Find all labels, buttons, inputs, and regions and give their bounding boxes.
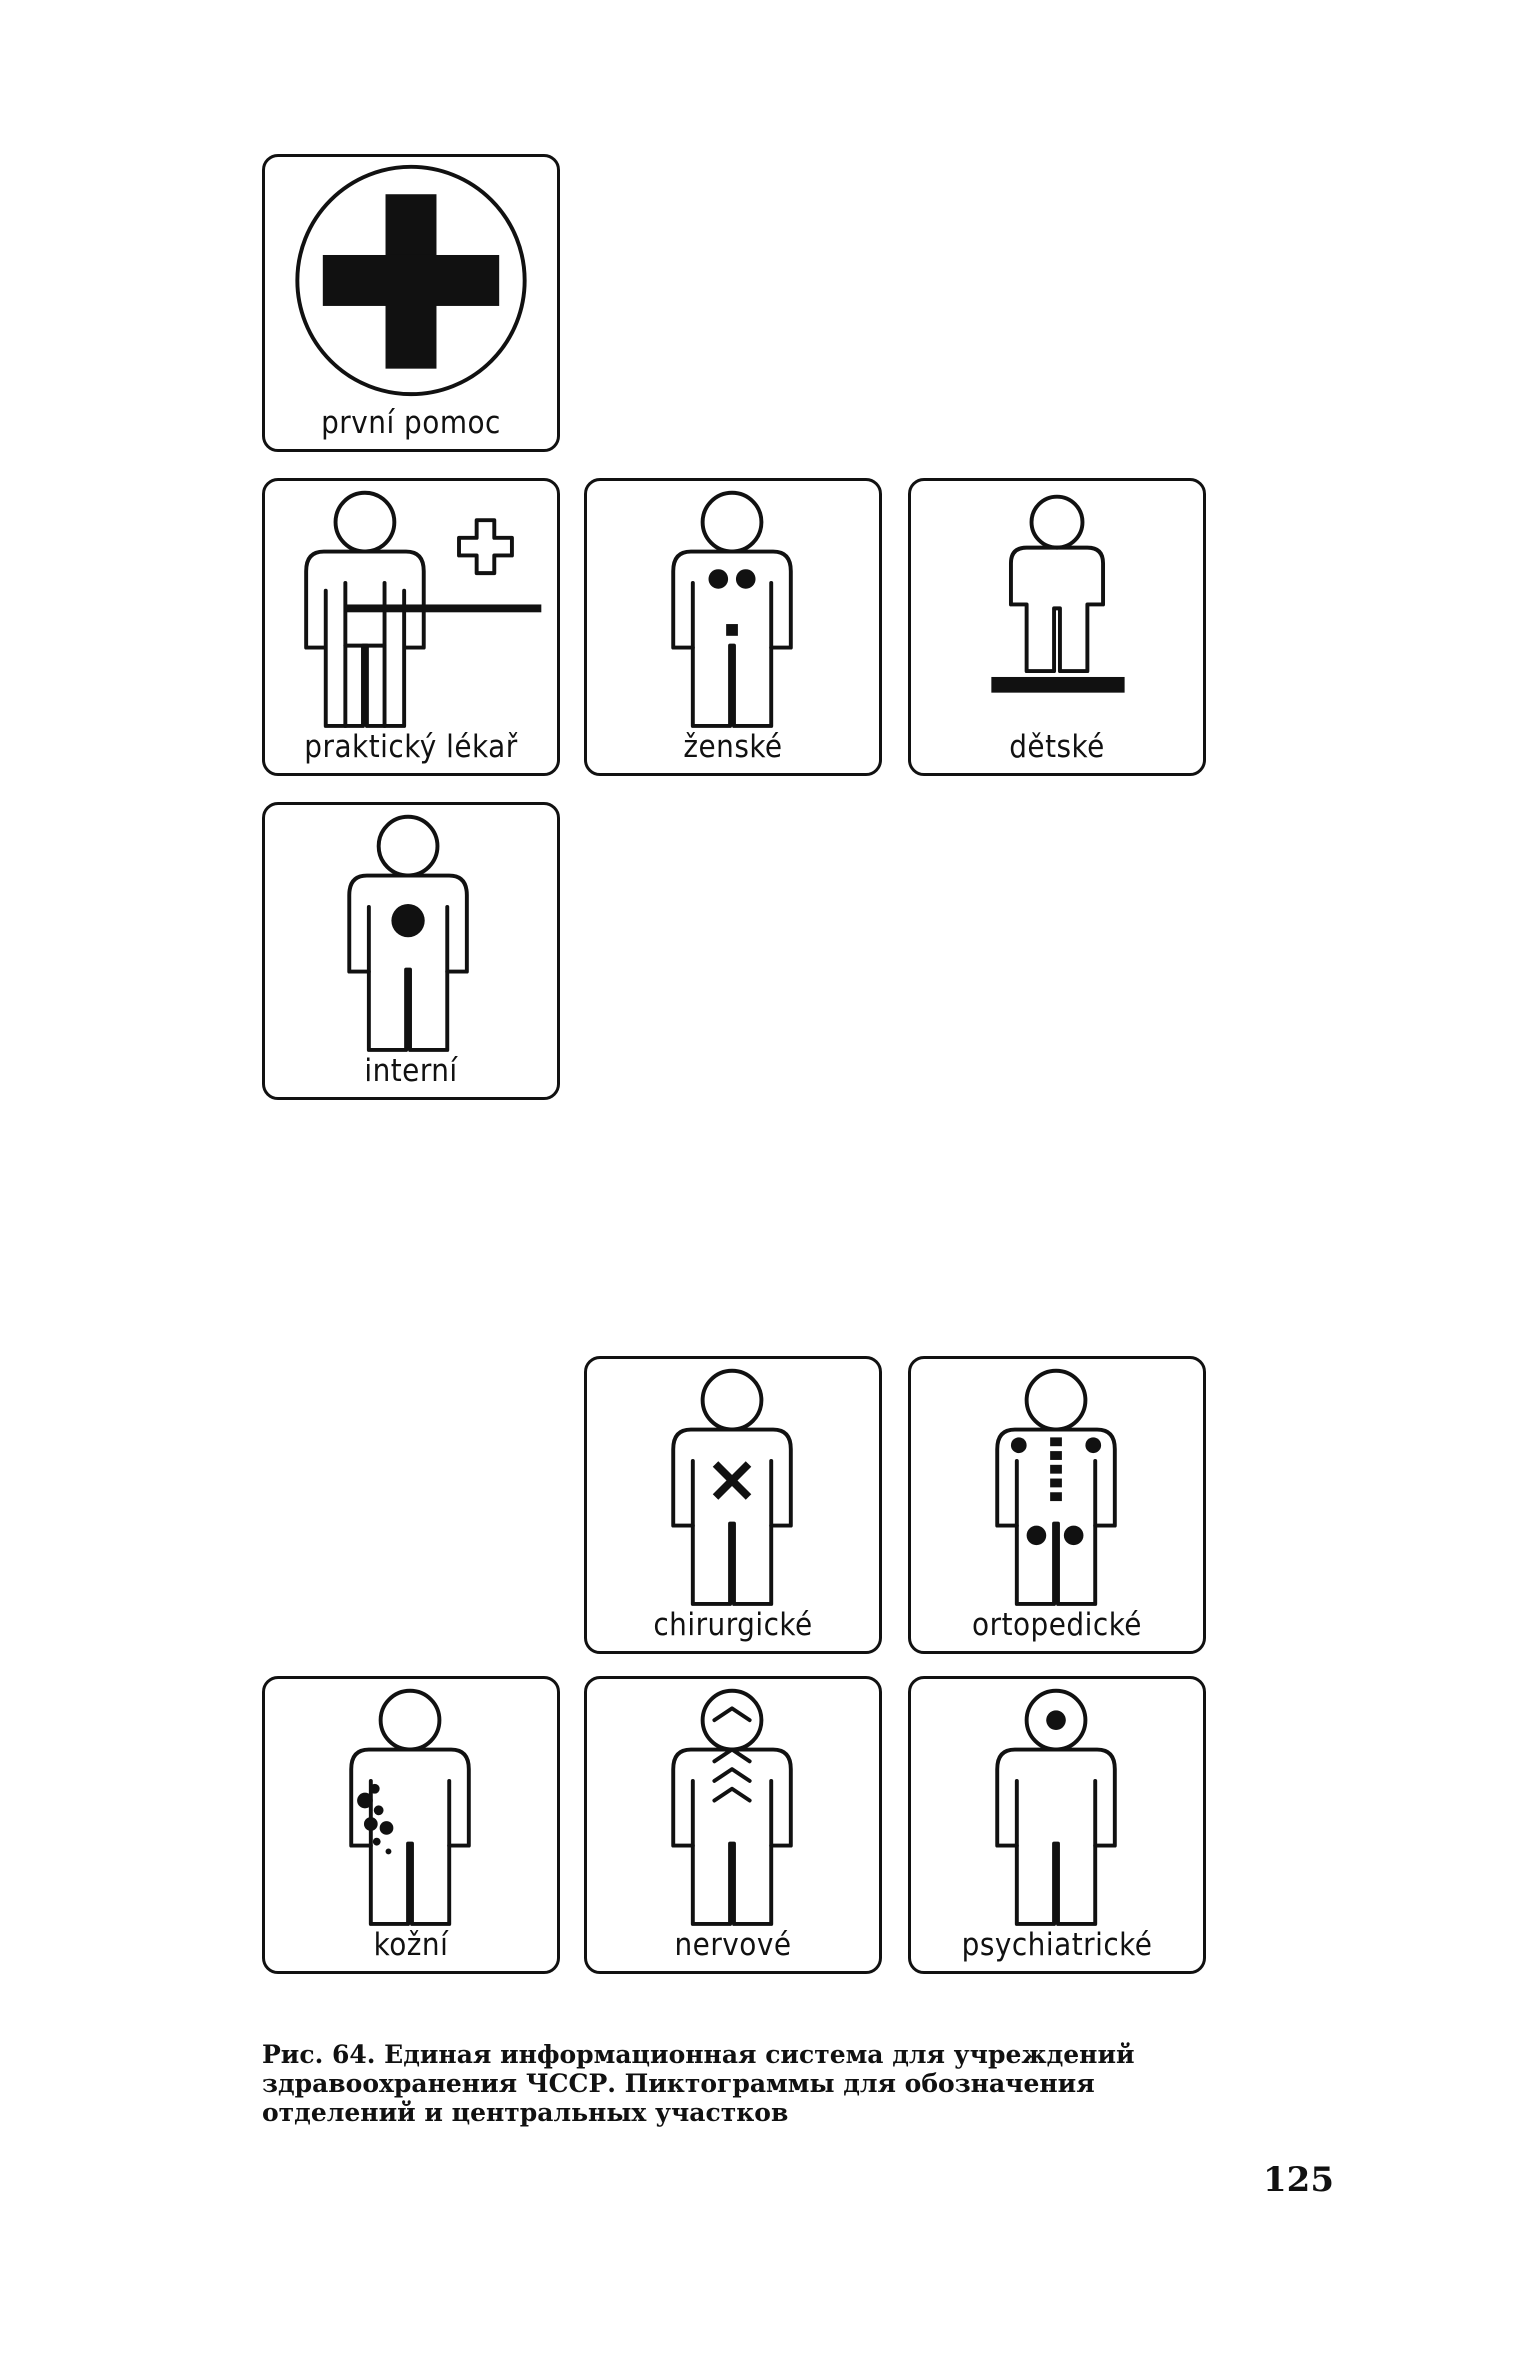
tile-kozni: kožní — [262, 1676, 560, 1974]
tile-label: nervové — [674, 1927, 792, 1963]
tile-interni: interní — [262, 802, 560, 1100]
tile-nervove: nervové — [584, 1676, 882, 1974]
cross-outline-icon — [457, 518, 514, 576]
tile-label: dětské — [1009, 729, 1105, 765]
person-icon — [995, 1688, 1117, 1926]
x-mark-icon — [712, 1461, 752, 1500]
page-number: 125 — [1263, 2160, 1334, 2200]
tile-prvni-pomoc: první pomoc — [262, 154, 560, 452]
dot-icon — [708, 569, 729, 589]
person-icon — [671, 1368, 793, 1606]
dot-icon — [391, 903, 425, 938]
person-icon — [347, 814, 469, 1052]
tile-ortopedicke: ortopedické — [908, 1356, 1206, 1654]
tile-label: ženské — [683, 729, 783, 765]
dot-icon — [1046, 1710, 1066, 1730]
tile-label: chirurgické — [653, 1607, 813, 1643]
person-icon — [671, 490, 793, 728]
tile-label: první pomoc — [321, 405, 501, 441]
tile-psychiatricke: psychiatrické — [908, 1676, 1206, 1974]
tile-label: ortopedické — [972, 1607, 1142, 1643]
figure-caption: Рис. 64. Единая информационная система д… — [262, 2040, 1135, 2127]
tile-detske: dětské — [908, 478, 1206, 776]
spine-icon — [995, 1368, 1117, 1606]
tile-label: psychiatrické — [961, 1927, 1153, 1963]
person-icon — [349, 1688, 471, 1926]
tile-label: kožní — [373, 1927, 449, 1963]
tile-chirurgicke: chirurgické — [584, 1356, 882, 1654]
child-icon — [991, 494, 1125, 693]
dot-icon — [735, 569, 756, 589]
tile-zenske: ženské — [584, 478, 882, 776]
chevron-icon — [712, 1706, 752, 1803]
red-cross-icon — [295, 164, 527, 397]
tile-label: interní — [364, 1053, 458, 1089]
tile-label: praktický lékař — [304, 729, 518, 765]
person-icon — [304, 490, 542, 728]
tile-prakticky-lekar: praktický lékař — [262, 478, 560, 776]
person-icon — [671, 1688, 793, 1926]
